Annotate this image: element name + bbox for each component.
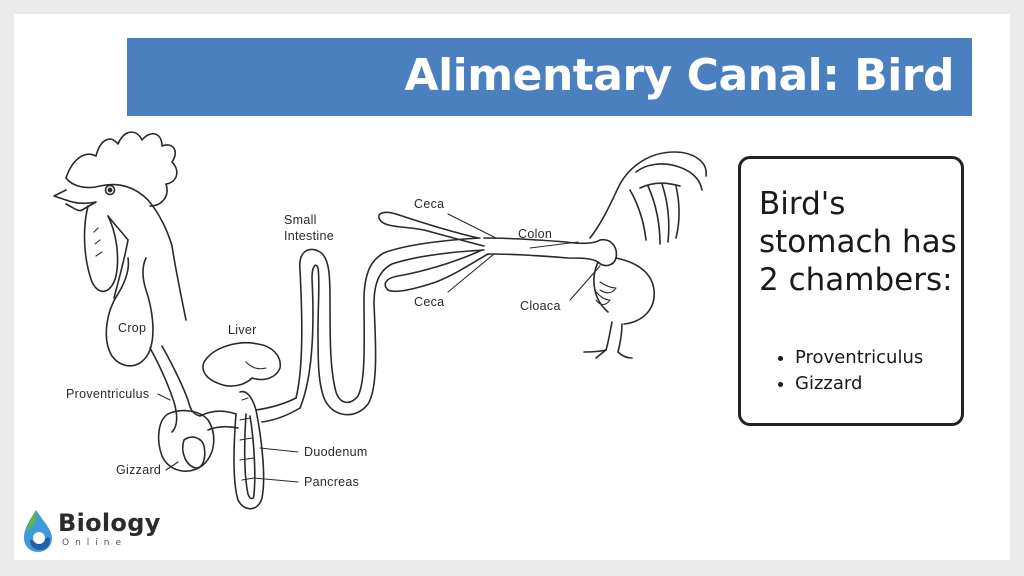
label-liver: Liver	[228, 323, 257, 337]
rooster-head-outline	[53, 131, 187, 321]
label-gizzard: Gizzard	[116, 463, 161, 477]
logo-wordmark: Biology	[58, 509, 161, 537]
water-drop-icon	[24, 510, 52, 552]
label-ceca-top: Ceca	[414, 197, 444, 211]
info-heading: Bird's stomach has 2 chambers:	[759, 186, 957, 298]
info-box: Bird's stomach has 2 chambers: Proventri…	[738, 156, 964, 426]
label-pancreas: Pancreas	[304, 475, 359, 489]
label-proventriculus: Proventriculus	[66, 387, 149, 401]
label-small-intestine-1: Small	[284, 213, 317, 227]
label-duodenum: Duodenum	[304, 445, 368, 459]
rooster-body-outline	[583, 151, 707, 359]
list-item: Proventriculus	[795, 345, 923, 371]
rooster-pupil	[107, 187, 113, 193]
biology-online-logo: Biology Online	[20, 508, 180, 554]
colon	[483, 237, 618, 267]
list-item: Gizzard	[795, 371, 923, 397]
ceca	[378, 211, 489, 293]
label-colon: Colon	[518, 227, 552, 241]
liver-outline	[202, 342, 282, 387]
label-crop: Crop	[118, 321, 146, 335]
page-title: Alimentary Canal: Bird	[404, 50, 955, 101]
label-small-intestine-2: Intestine	[284, 229, 334, 243]
label-leader-lines	[157, 213, 601, 483]
label-ceca-bottom: Ceca	[414, 295, 444, 309]
small-intestine	[295, 237, 485, 416]
logo-subtitle: Online	[62, 538, 128, 548]
label-cloaca: Cloaca	[520, 299, 561, 313]
duodenum-loop	[233, 390, 301, 510]
title-banner: Alimentary Canal: Bird	[127, 38, 972, 116]
upper-digestive-tract	[105, 257, 239, 472]
rooster-eye	[104, 184, 116, 196]
chamber-list: Proventriculus Gizzard	[775, 345, 923, 397]
diagram-labels: Crop Proventriculus Gizzard Liver Small …	[66, 197, 561, 489]
